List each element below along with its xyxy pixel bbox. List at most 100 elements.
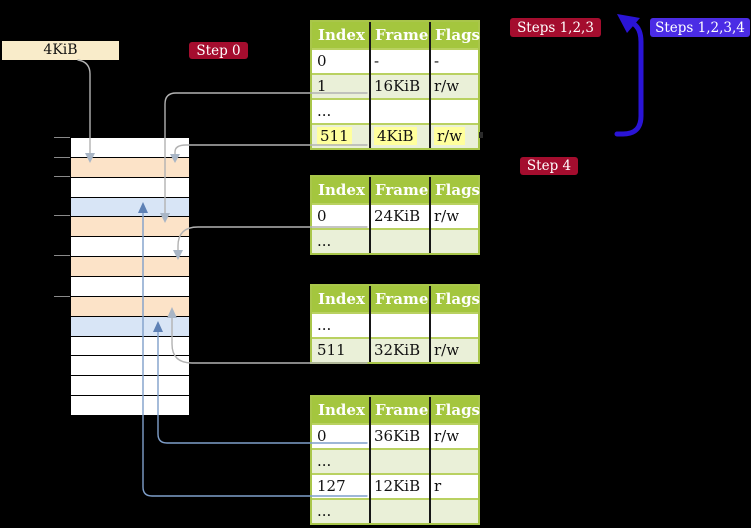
table-cell — [369, 100, 429, 123]
column-divider — [369, 397, 371, 523]
table-row: ... — [312, 498, 478, 523]
table-cell: 0 — [317, 427, 327, 445]
table-cell: 127 — [317, 477, 346, 495]
table-cell: r/w — [429, 125, 478, 148]
table-cell: r/w — [434, 207, 460, 225]
table-cell: - — [434, 52, 440, 70]
column-divider — [429, 22, 431, 148]
table-row: 511 4KiB r/w — [312, 123, 478, 148]
table-row: 0 24KiB r/w — [312, 203, 478, 228]
step4-badge: Step 4 — [520, 157, 578, 175]
table-cell — [369, 314, 429, 337]
table-cell: r/w — [434, 341, 460, 359]
memory-frame-row-13 — [71, 395, 189, 416]
table-cell — [429, 500, 478, 523]
table-cell: 1 — [317, 77, 327, 95]
address-tick — [54, 175, 70, 177]
table-row: 1 16KiB r/w — [312, 73, 478, 98]
steps-1234-badge: Steps 1,2,3,4 — [650, 18, 750, 37]
column-divider — [369, 286, 371, 362]
table-cell — [369, 450, 429, 473]
memory-strip — [70, 137, 190, 416]
table-cell: 32KiB — [374, 341, 421, 359]
column-header: Flags — [435, 181, 480, 199]
table-cell: 511 — [317, 341, 346, 359]
table-header-row: Index Frame Flags — [312, 397, 480, 423]
column-header: Frame — [375, 26, 429, 44]
address-tick — [54, 136, 70, 138]
memory-frame-row-2 — [71, 176, 189, 197]
table-row: ... — [312, 448, 478, 473]
column-header: Flags — [435, 26, 480, 44]
memory-frame-row-7 — [71, 276, 189, 296]
highlighted-value: r/w — [434, 127, 466, 145]
table-cell — [429, 230, 478, 253]
column-header: Index — [318, 290, 365, 308]
table-cell: ... — [317, 102, 332, 120]
table-cell: r/w — [434, 427, 460, 445]
table-cell: 36KiB — [374, 427, 421, 445]
table-row: ... — [312, 228, 478, 253]
highlighted-value: 511 — [317, 127, 352, 145]
table-cell: 0 — [317, 207, 327, 225]
column-divider — [429, 177, 431, 253]
memory-frame-row-5 — [71, 236, 189, 257]
address-tick — [54, 295, 70, 297]
column-header: Frame — [375, 290, 429, 308]
table-cell — [369, 230, 429, 253]
table-cell — [429, 450, 478, 473]
memory-frame-row-9 — [71, 315, 189, 336]
memory-frame-row-1 — [71, 156, 189, 177]
address-tick — [54, 214, 70, 216]
column-divider — [369, 177, 371, 253]
column-divider — [429, 286, 431, 362]
page-size-label: 4KiB — [2, 41, 119, 60]
memory-frame-row-4 — [71, 216, 189, 237]
memory-frame-row-3 — [71, 196, 189, 217]
table-cell: - — [374, 52, 380, 70]
table-cell — [369, 500, 429, 523]
steps-123-badge: Steps 1,2,3 — [510, 18, 601, 37]
table-cell: ... — [317, 232, 332, 250]
table-cell: 4KiB — [369, 125, 429, 148]
table-cell: 24KiB — [374, 207, 421, 225]
memory-frame-row-8 — [71, 295, 189, 316]
column-header: Index — [318, 26, 365, 44]
step0-badge: Step 0 — [189, 42, 248, 59]
table-cell — [429, 100, 478, 123]
column-divider — [369, 22, 371, 148]
page-table-level-top: Index Frame Flags 0 - - 1 16KiB r/w... 511 4KiB r/w — [310, 20, 480, 150]
table-row: 0 36KiB r/w — [312, 423, 478, 448]
arrowhead-upleft-icon — [617, 14, 640, 33]
table-cell: ... — [317, 502, 332, 520]
column-header: Flags — [435, 401, 480, 419]
column-divider — [429, 397, 431, 523]
column-header: Index — [318, 401, 365, 419]
memory-frame-row-10 — [71, 335, 189, 356]
table-row: ... — [312, 98, 478, 123]
table-row: 511 32KiB r/w — [312, 337, 478, 362]
address-tick — [54, 254, 70, 256]
table-row: ... — [312, 312, 478, 337]
table-cell: r/w — [434, 77, 460, 95]
address-tick — [54, 156, 70, 158]
memory-frame-row-11 — [71, 355, 189, 376]
table-cell: 16KiB — [374, 77, 421, 95]
table-cell: 511 — [312, 125, 369, 148]
column-header: Frame — [375, 401, 429, 419]
table-cell: ... — [317, 316, 332, 334]
table-cell: 0 — [317, 52, 327, 70]
table-cell: ... — [317, 452, 332, 470]
column-header: Frame — [375, 181, 429, 199]
loop-arrow-shaft — [614, 21, 644, 137]
table-cell — [429, 314, 478, 337]
memory-frame-row-0 — [71, 138, 189, 157]
table-row: 0 - - — [312, 48, 478, 73]
